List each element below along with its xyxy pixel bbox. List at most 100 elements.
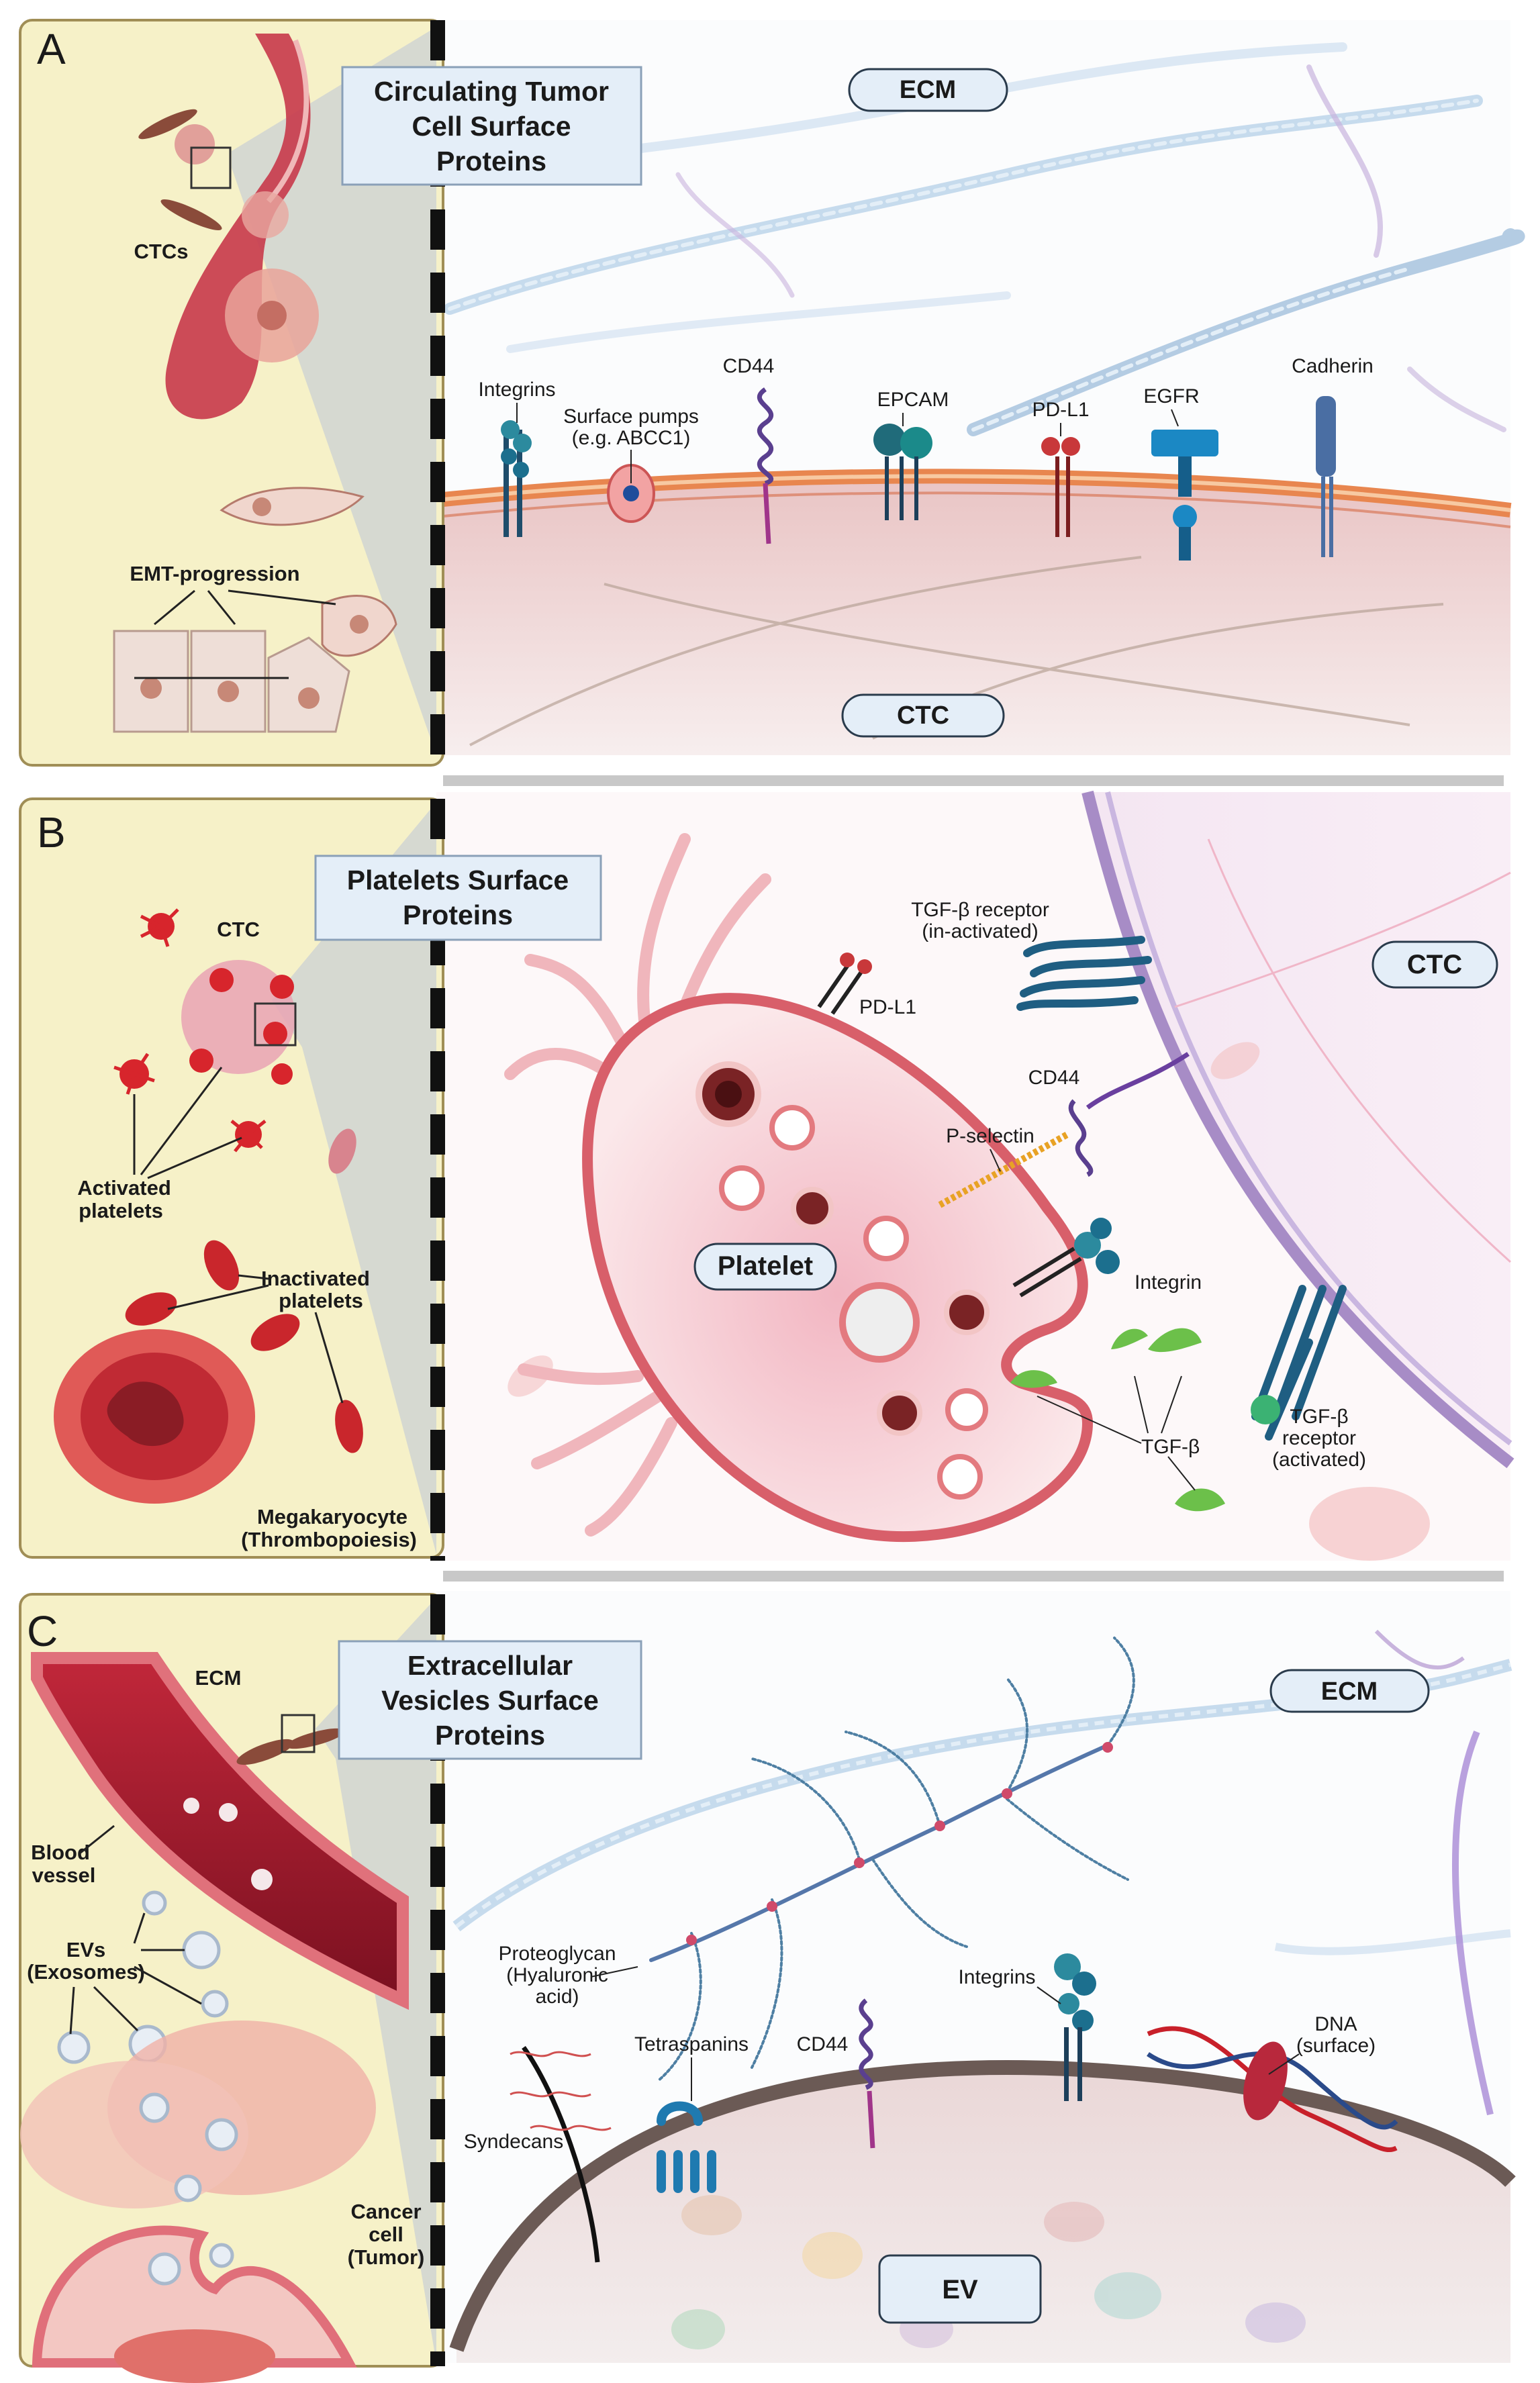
label-surface-pumps-2: (e.g. ABCC1) xyxy=(572,427,691,449)
inset-b-inactivated-1: Inactivated xyxy=(261,1267,370,1290)
label-tetraspanins: Tetraspanins xyxy=(634,2033,749,2055)
svg-text:Proteins: Proteins xyxy=(403,899,513,930)
label-tgfb-receptor-inactive-1: TGF-β receptor xyxy=(911,899,1049,921)
panel-a-blood-vessel xyxy=(165,34,311,420)
panel-b: Platelet CTC xyxy=(19,790,1514,1561)
svg-text:Platelets Surface: Platelets Surface xyxy=(347,865,569,895)
integrins-protein xyxy=(501,420,532,537)
label-epcam: EPCAM xyxy=(877,389,949,411)
label-tgfb-receptor-active-3: (activated) xyxy=(1272,1449,1366,1471)
proteoglycan xyxy=(649,1637,1135,2082)
svg-text:Proteins: Proteins xyxy=(435,1720,545,1751)
label-integrins: Integrins xyxy=(478,379,555,401)
label-tgfb: TGF-β xyxy=(1141,1436,1200,1458)
cadherin-protein xyxy=(1316,396,1336,557)
label-proteoglycan-2: (Hyaluronic xyxy=(506,1964,608,1986)
panel-c-ecm-pill: ECM xyxy=(1269,1669,1430,1713)
egfr-protein xyxy=(1151,430,1218,561)
platelet-granules xyxy=(695,1061,990,1500)
inset-b-activated-1: Activated xyxy=(77,1176,171,1200)
cd44-ev-protein xyxy=(859,1998,875,2149)
svg-text:Proteins: Proteins xyxy=(436,146,546,177)
cd44-protein xyxy=(757,387,773,544)
inset-a-ctcs: CTCs xyxy=(134,240,189,263)
tgfb-receptor-inactive xyxy=(1016,936,1152,1011)
label-cd44-c: CD44 xyxy=(797,2033,849,2055)
platelet-pseudopodia xyxy=(504,833,771,1537)
label-cd44-b: CD44 xyxy=(1028,1067,1080,1089)
inset-c-vessel-2: vessel xyxy=(32,1863,96,1887)
svg-text:Cell Surface: Cell Surface xyxy=(412,111,571,142)
label-integrin-b: Integrin xyxy=(1135,1271,1202,1294)
panel-a-zoom-box xyxy=(190,146,232,189)
tetraspanins-protein xyxy=(657,2101,716,2193)
panel-b-ctc-pill: CTC xyxy=(1371,940,1498,989)
label-cd44: CD44 xyxy=(723,355,775,377)
panel-a-ctc-pill: CTC xyxy=(841,693,1005,738)
panel-c-ev-pill: EV xyxy=(878,2254,1042,2324)
inset-a-emt: EMT-progression xyxy=(130,562,299,585)
svg-text:Vesicles Surface: Vesicles Surface xyxy=(381,1685,599,1716)
panel-b-title-box: Platelets Surface Proteins xyxy=(314,855,602,941)
panel-b-zoom-box xyxy=(254,1002,297,1047)
ev-body xyxy=(456,2068,1510,2363)
inset-c-ecm: ECM xyxy=(195,1666,242,1690)
integrins-ev-protein xyxy=(1054,1953,1096,2101)
inset-c-blood-vessel xyxy=(31,1652,409,2010)
cd44-platelet-protein xyxy=(1068,1052,1190,1177)
inset-c-cancer-3: (Tumor) xyxy=(348,2245,425,2269)
label-tgfb-receptor-active-1: TGF-β xyxy=(1290,1406,1348,1428)
svg-text:ECM: ECM xyxy=(900,76,956,104)
inset-c-cancer-2: cell xyxy=(369,2223,403,2246)
inset-c-cancer-cells xyxy=(20,2021,376,2383)
megakaryocyte xyxy=(54,1329,255,1504)
panel-c-letter: C xyxy=(27,1607,58,1655)
tgfb-receptor-active xyxy=(1251,1285,1347,1441)
label-tgfb-receptor-inactive-2: (in-activated) xyxy=(922,920,1038,942)
svg-text:Extracellular: Extracellular xyxy=(407,1650,573,1681)
panel-c-zoom-box xyxy=(281,1714,316,1753)
inset-b-megakaryocyte-1: Megakaryocyte xyxy=(257,1505,407,1528)
panel-a-title-box: Circulating Tumor Cell Surface Proteins xyxy=(341,66,642,186)
inset-c-vessel-1: Blood xyxy=(31,1841,90,1864)
panel-a-ecm-pill: ECM xyxy=(848,68,1008,112)
svg-text:ECM: ECM xyxy=(1321,1677,1378,1706)
pdl1-protein xyxy=(1041,437,1080,537)
label-proteoglycan-3: acid) xyxy=(535,1986,579,2008)
separator-bc xyxy=(443,1571,1504,1582)
panel-a: Integrins Surface pumps (e.g. ABCC1) CD4… xyxy=(19,19,1525,767)
panel-a-emt-cells xyxy=(113,487,397,733)
inset-c-evs-2: (Exosomes) xyxy=(27,1960,145,1984)
label-surface-pumps-1: Surface pumps xyxy=(563,405,699,428)
inset-b-inactivated-2: platelets xyxy=(279,1289,363,1312)
tgfb-molecules xyxy=(1010,1328,1225,1512)
panel-a-ctc-body xyxy=(436,476,1510,755)
surface-pump-protein xyxy=(607,464,655,523)
platelet-pill: Platelet xyxy=(693,1243,837,1291)
label-proteoglycan-1: Proteoglycan xyxy=(498,1943,616,1965)
svg-text:EV: EV xyxy=(942,2275,978,2304)
label-pdl1: PD-L1 xyxy=(1032,399,1089,421)
label-integrins-c: Integrins xyxy=(958,1966,1035,1988)
svg-text:Circulating Tumor: Circulating Tumor xyxy=(374,76,609,107)
panel-a-letter: A xyxy=(37,25,66,73)
label-dna-1: DNA xyxy=(1314,2013,1357,2035)
syndecans-protein xyxy=(522,2045,600,2263)
svg-text:CTC: CTC xyxy=(897,701,949,730)
svg-text:CTC: CTC xyxy=(1407,950,1462,979)
label-dna-2: (surface) xyxy=(1296,2035,1376,2057)
label-cadherin: Cadherin xyxy=(1292,355,1374,377)
dna-surface xyxy=(1147,2026,1398,2153)
label-egfr: EGFR xyxy=(1143,385,1199,407)
ev-cargo xyxy=(671,2195,1306,2349)
inactivated-platelets xyxy=(125,1128,363,1453)
panel-b-zoom-wedge xyxy=(272,802,436,1554)
svg-text:Platelet: Platelet xyxy=(718,1251,813,1281)
inset-c-evs-1: EVs xyxy=(66,1938,106,1961)
label-pdl1-b: PD-L1 xyxy=(859,996,916,1018)
inset-b-megakaryocyte-2: (Thrombopoiesis) xyxy=(241,1528,417,1551)
panel-c: Proteoglycan (Hyaluronic acid) Tetraspan… xyxy=(19,1591,1516,2383)
inset-c-cancer-1: Cancer xyxy=(350,2200,421,2223)
pdl1-platelet-protein xyxy=(817,953,872,1015)
